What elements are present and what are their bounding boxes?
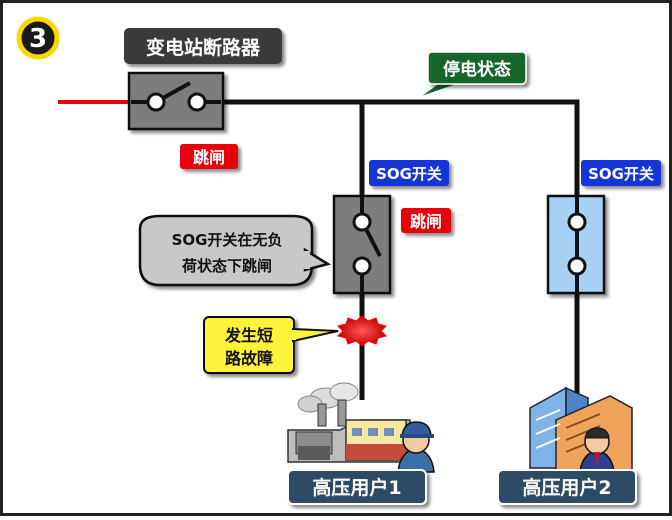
sog-switch-1-label: SOG开关 [369,160,449,186]
svg-text:SOG开关在无负: SOG开关在无负 [172,231,283,249]
sog-switch-2-label: SOG开关 [581,160,661,186]
svg-text:高压用户2: 高压用户2 [522,476,611,499]
svg-text:跳闸: 跳闸 [193,148,225,167]
customer-2-label: 高压用户2 [497,469,637,505]
fault-callout: 发生短 路故障 [203,316,339,374]
trip-badge-breaker: 跳闸 [180,144,238,169]
svg-text:发生短: 发生短 [224,326,273,345]
worker-avatar-icon [397,421,435,473]
trip-badge-sog: 跳闸 [401,208,451,233]
svg-text:SOG开关: SOG开关 [376,165,442,183]
svg-text:SOG开关: SOG开关 [588,165,654,183]
sog-switch-2 [546,194,606,295]
svg-text:停电状态: 停电状态 [443,59,511,80]
svg-text:路故障: 路故障 [225,349,273,368]
factory-icon [287,382,411,463]
customer-1-label: 高压用户1 [287,469,427,505]
svg-text:高压用户1: 高压用户1 [312,476,401,499]
svg-text:变电站断路器: 变电站断路器 [146,36,261,59]
worker-avatar-icon [579,427,615,473]
main-bus-line [210,99,580,470]
office-building-icon [529,386,633,471]
svg-text:荷状态下跳闸: 荷状态下跳闸 [182,257,272,275]
sog-switch-1 [332,194,392,295]
substation-breaker-label: 变电站断路器 [124,28,282,64]
short-circuit-fault-icon [337,315,387,347]
svg-text:跳闸: 跳闸 [410,212,442,231]
step-number: 3 [29,24,47,54]
outage-state-callout: 停电状态 [417,51,527,99]
step-badge: 3 [16,16,60,60]
substation-breaker [127,71,225,131]
sog-note-bubble: SOG开关在无负 荷状态下跳闸 [138,214,332,287]
